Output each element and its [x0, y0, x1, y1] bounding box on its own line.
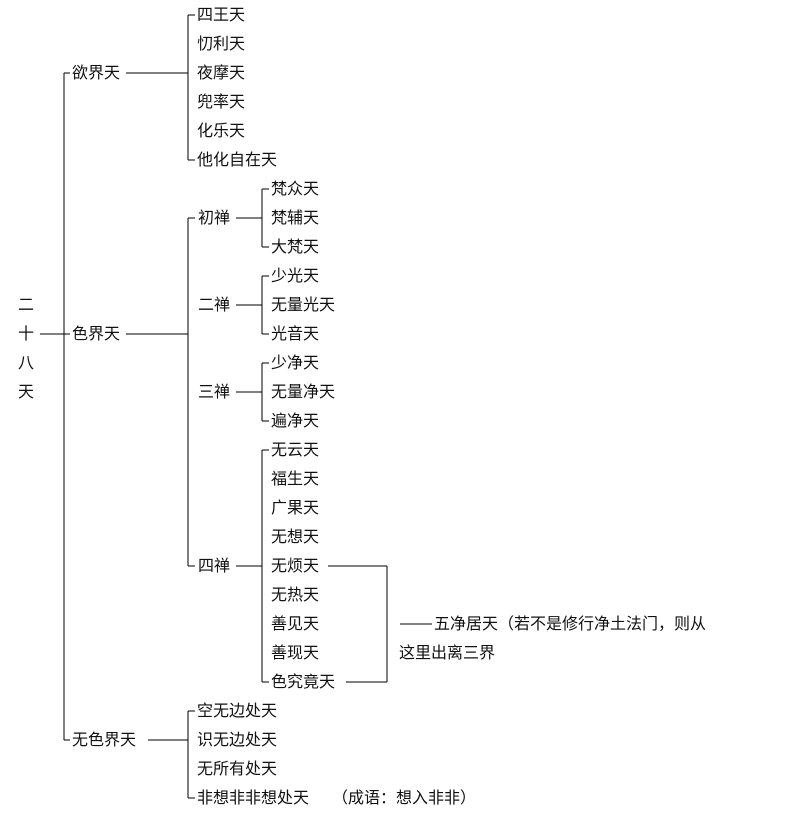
idiom-note: （成语：想入非非） — [332, 788, 477, 807]
dhyana-4-heaven-3: 广果天 — [271, 498, 320, 517]
dhyana-4-heaven-4: 无想天 — [271, 527, 320, 546]
dhyana-4-heaven-1: 无云天 — [271, 440, 320, 459]
root-char-4: 天 — [18, 382, 35, 401]
dhyana-4-heaven-9: 色究竟天 — [271, 672, 336, 691]
dhyana-2-heaven-3: 光音天 — [271, 324, 320, 343]
desire-heaven-2: 忉利天 — [197, 34, 246, 53]
dhyana-3-heaven-1: 少净天 — [271, 353, 320, 372]
desire-realm-label: 欲界天 — [72, 63, 121, 82]
formless-heaven-1: 空无边处天 — [197, 701, 278, 720]
pure-abodes-note-line-1: 五净居天（若不是修行净土法门，则从 — [434, 614, 707, 633]
dhyana-1-heaven-1: 梵众天 — [271, 179, 320, 198]
formless-heaven-3: 无所有处天 — [197, 759, 278, 778]
dhyana-1-heaven-2: 梵辅天 — [271, 208, 320, 227]
desire-heaven-4: 兜率天 — [197, 92, 246, 111]
dhyana-3-label: 三禅 — [198, 382, 231, 401]
dhyana-2-heaven-1: 少光天 — [271, 266, 320, 285]
dhyana-1-label: 初禅 — [198, 208, 231, 227]
desire-heaven-5: 化乐天 — [197, 121, 246, 140]
form-realm-label: 色界天 — [72, 324, 121, 343]
dhyana-2-heaven-2: 无量光天 — [271, 295, 336, 314]
formless-heaven-2: 识无边处天 — [197, 730, 278, 749]
root-char-2: 十 — [18, 324, 35, 343]
formless-realm-label: 无色界天 — [72, 730, 137, 749]
desire-heaven-1: 四王天 — [197, 5, 246, 24]
dhyana-4-label: 四禅 — [198, 556, 231, 575]
dhyana-4-heaven-7: 善见天 — [271, 614, 320, 633]
desire-heaven-3: 夜摩天 — [197, 63, 246, 82]
dhyana-1-heaven-3: 大梵天 — [271, 237, 320, 256]
dhyana-4-heaven-6: 无热天 — [271, 585, 320, 604]
root-char-1: 二 — [18, 295, 35, 314]
dhyana-3-heaven-3: 遍净天 — [271, 411, 320, 430]
dhyana-4-heaven-2: 福生天 — [271, 469, 320, 488]
dhyana-3-heaven-2: 无量净天 — [271, 382, 336, 401]
formless-heaven-4: 非想非非想处天 — [197, 788, 310, 807]
desire-heaven-6: 他化自在天 — [197, 150, 278, 169]
dhyana-4-heaven-8: 善现天 — [271, 643, 320, 662]
pure-abodes-note-line-2: 这里出离三界 — [399, 643, 496, 662]
dhyana-2-label: 二禅 — [198, 295, 231, 314]
root-char-3: 八 — [18, 353, 35, 372]
dhyana-4-heaven-5: 无烦天 — [271, 556, 320, 575]
